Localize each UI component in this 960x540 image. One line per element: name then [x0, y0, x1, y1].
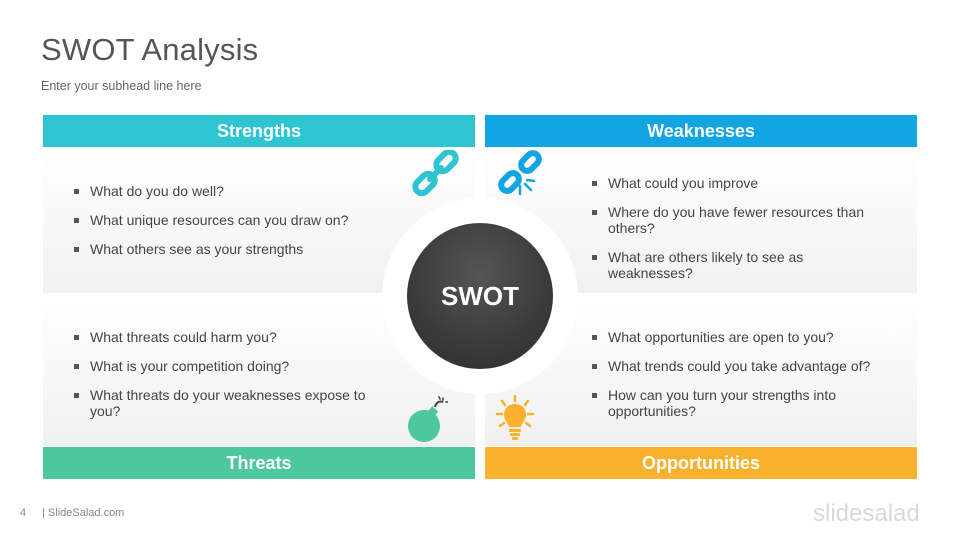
list-item: What others see as your strengths — [72, 241, 372, 257]
threats-header: Threats — [43, 447, 475, 479]
swot-center-circle: SWOT — [407, 223, 553, 369]
center-label: SWOT — [441, 280, 519, 311]
list-item: How can you turn your strengths into opp… — [590, 387, 870, 419]
page-number: 4 — [20, 507, 27, 519]
bomb-icon — [408, 396, 448, 442]
lightbulb-icon — [495, 395, 535, 440]
list-item: What are others likely to see as weaknes… — [590, 249, 890, 281]
strengths-list: What do you do well? What unique resourc… — [72, 183, 372, 270]
list-item: What trends could you take advantage of? — [590, 358, 890, 374]
list-item: What unique resources can you draw on? — [72, 212, 372, 228]
strengths-label: Strengths — [216, 120, 301, 141]
weaknesses-header: Weaknesses — [485, 115, 917, 147]
list-item: What threats do your weaknesses expose t… — [72, 387, 372, 419]
brand-logo: slidesalad — [813, 500, 920, 527]
slide-subtitle: Enter your subhead line here — [41, 79, 202, 93]
list-item: What could you improve — [590, 175, 890, 191]
threats-list: What threats could harm you? What is you… — [72, 329, 377, 432]
threats-label: Threats — [226, 452, 292, 473]
opportunities-label: Opportunities — [642, 452, 760, 473]
weaknesses-list: What could you improve Where do you have… — [590, 175, 890, 294]
list-item: What is your competition doing? — [72, 358, 377, 374]
slide-title: SWOT Analysis — [41, 32, 259, 67]
list-item: Where do you have fewer resources than o… — [590, 204, 878, 236]
list-item: What opportunities are open to you? — [590, 329, 890, 345]
list-item: What do you do well? — [72, 183, 372, 199]
strengths-header: Strengths — [43, 115, 475, 147]
opportunities-header: Opportunities — [485, 447, 917, 479]
broken-link-icon — [498, 150, 542, 196]
weaknesses-label: Weaknesses — [647, 120, 755, 141]
footer-site-link[interactable]: | SlideSalad.com — [42, 507, 125, 519]
opportunities-list: What opportunities are open to you? What… — [590, 329, 890, 432]
list-item: What threats could harm you? — [72, 329, 377, 345]
link-icon — [412, 150, 459, 197]
